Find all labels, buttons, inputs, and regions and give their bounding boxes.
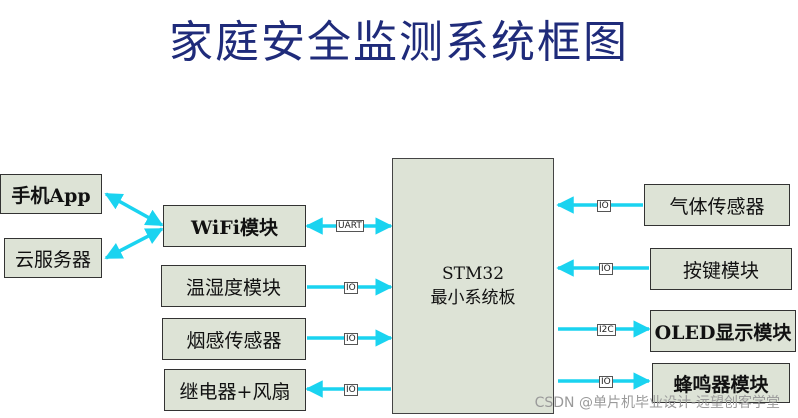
stm32-core-board	[392, 158, 554, 414]
buzzer-module-box: 蜂鸣器模块	[652, 363, 790, 403]
link-label-io-smoke: IO	[344, 333, 358, 345]
link-label-io-relay: IO	[344, 384, 358, 396]
key-module-box: 按键模块	[650, 248, 792, 290]
link-label-io-temp: IO	[344, 282, 358, 294]
smoke-sensor-box: 烟感传感器	[162, 318, 306, 360]
gas-sensor-box: 气体传感器	[644, 184, 790, 226]
core-subtitle: 最小系统板	[430, 288, 516, 308]
core-name: STM32	[441, 264, 505, 284]
oled-display-module-box: OLED显示模块	[650, 310, 796, 352]
link-label-io-keys: IO	[599, 263, 613, 275]
cloud-server-box: 云服务器	[4, 238, 102, 278]
temp-humidity-module-box: 温湿度模块	[161, 265, 306, 307]
diagram-title: 家庭安全监测系统框图	[169, 17, 629, 68]
relay-fan-box: 继电器+风扇	[164, 369, 306, 411]
arrow-app-wifi	[104, 192, 164, 227]
phone-app-box: 手机App	[0, 174, 102, 214]
csdn-watermark: CSDN @单片机毕业设计-远望创客学堂	[534, 395, 780, 411]
stm32-core-label: STM32 最小系统板	[392, 262, 554, 310]
wifi-module-box: WiFi模块	[163, 205, 306, 247]
arrow-cloud-wifi	[104, 227, 164, 260]
link-label-uart: UART	[336, 220, 364, 232]
link-label-i2c-oled: I2C	[597, 324, 616, 336]
link-label-io-buzzer: IO	[599, 376, 613, 388]
link-label-io-gas: IO	[597, 200, 611, 212]
